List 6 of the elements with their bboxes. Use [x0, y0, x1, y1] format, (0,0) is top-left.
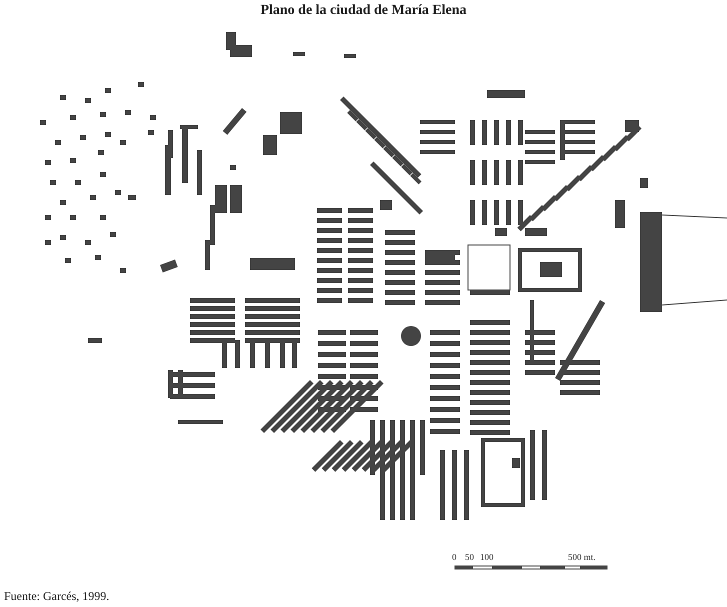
map-title: Plano de la ciudad de María Elena [259, 3, 468, 19]
source-caption: Fuente: Garcés, 1999. [4, 589, 110, 604]
scale-label: 0 [452, 552, 456, 562]
scale-label: 50 [465, 552, 474, 562]
scale-label: 100 [480, 552, 494, 562]
scale-label: 500 mt. [568, 552, 596, 562]
